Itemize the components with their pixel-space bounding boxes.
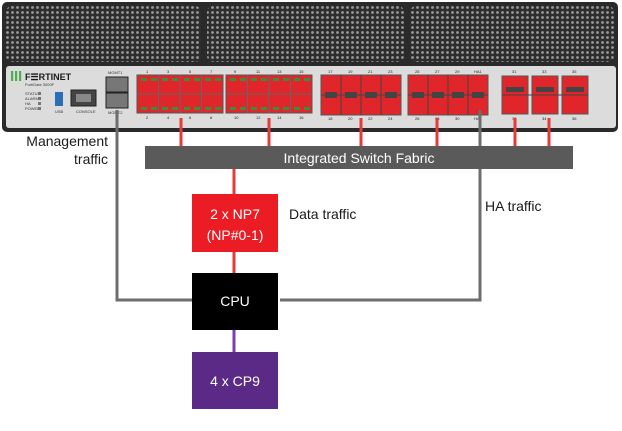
cp9-box: 4 x CP9 (192, 352, 278, 409)
port-label: 5 (189, 69, 192, 74)
led-label-status: STATUS (25, 91, 41, 96)
switch-fabric: Integrated Switch Fabric (145, 146, 573, 169)
port-label: 11 (256, 69, 261, 74)
port-label: 19 (348, 69, 353, 74)
vent-panel-left (6, 6, 201, 62)
port-label: HA2 (474, 116, 483, 121)
vent-panel-right (410, 6, 614, 62)
model-text: FortiGate 3000F (25, 82, 55, 87)
port-label: 29 (455, 69, 460, 74)
port-label: 26 (415, 116, 420, 121)
port-group-2: 9 11 13 15 10 12 14 16 (225, 69, 313, 120)
np7-subtitle: (NP#0-1) (207, 227, 264, 243)
led-status-icon (38, 92, 41, 95)
port-label: 9 (234, 69, 237, 74)
port-label: 16 (299, 115, 304, 120)
port-group-5: 31 33 35 32 34 36 (501, 69, 589, 121)
usb-port-icon (55, 92, 63, 106)
port-label: 24 (388, 116, 393, 121)
port-label: 31 (512, 69, 517, 74)
port-label: HA1 (474, 69, 483, 74)
port-label: 27 (435, 69, 440, 74)
port-label: 23 (388, 69, 393, 74)
led-alarm-icon (38, 97, 41, 100)
port-label: 35 (572, 69, 577, 74)
port-label: 34 (542, 116, 547, 121)
led-label-ha: HA (25, 101, 31, 106)
led-ha-icon (38, 102, 41, 105)
port-label: 14 (277, 115, 282, 120)
port-label: 25 (415, 69, 420, 74)
port-group-1: 1 3 5 7 2 4 6 8 (136, 69, 224, 120)
port-group-4: 25 27 29 HA1 26 28 30 HA2 (407, 69, 489, 121)
port-label: 3 (167, 69, 170, 74)
port-label: 7 (210, 69, 213, 74)
port-label: 1 (146, 69, 149, 74)
led-label-alarm: ALARM (25, 96, 39, 101)
np7-title: 2 x NP7 (210, 206, 260, 222)
port-label: 12 (256, 115, 261, 120)
port-label: 18 (328, 116, 333, 121)
cpu-box: CPU (192, 273, 278, 330)
data-traffic-label: Data traffic (289, 206, 356, 222)
ha-traffic-label: HA traffic (485, 198, 542, 214)
port-label: 17 (328, 69, 333, 74)
port-label: 21 (368, 69, 373, 74)
cp9-label: 4 x CP9 (210, 373, 260, 389)
console-port-jack-icon (76, 94, 91, 102)
switch-fabric-label: Integrated Switch Fabric (284, 150, 435, 166)
status-leds: STATUS ALARM HA POWER (25, 91, 41, 111)
port-label: 15 (299, 69, 304, 74)
port-label: 36 (572, 116, 577, 121)
port-group-3: 17 19 21 23 18 20 22 24 (320, 69, 402, 121)
led-label-power: POWER (25, 106, 40, 111)
management-traffic-label: Management (26, 133, 108, 149)
port-label: 10 (234, 115, 239, 120)
brand-text: F☰RTINET (25, 72, 72, 82)
connector-lines (115, 110, 551, 352)
port-label: 4 (167, 115, 170, 120)
mgmt2-port (105, 92, 129, 109)
np7-box: 2 x NP7 (NP#0-1) (192, 194, 278, 252)
port-label: 20 (348, 116, 353, 121)
led-power-icon (38, 107, 41, 110)
cp9-rect (192, 352, 278, 409)
usb-label: USB (55, 109, 64, 114)
port-label: 33 (542, 69, 547, 74)
port-label: 13 (277, 69, 282, 74)
port-label: 2 (146, 115, 149, 120)
ha-traffic-line (280, 110, 482, 302)
management-traffic-label-2: traffic (74, 151, 108, 167)
port-label: 8 (210, 115, 213, 120)
port-label: 22 (368, 116, 373, 121)
mgmt1-port (105, 76, 129, 93)
np7-rect (192, 194, 278, 252)
management-traffic-line (115, 110, 192, 302)
switch-fabric-bar (145, 146, 573, 169)
vent-panel-center (207, 6, 404, 62)
port-label: 6 (189, 115, 192, 120)
port-label: 30 (455, 116, 460, 121)
fortinet-logo: F☰RTINET FortiGate 3000F (11, 71, 72, 87)
mgmt1-label: MGMT1 (108, 70, 123, 75)
cpu-rect (192, 273, 278, 330)
fortigate-device: F☰RTINET FortiGate 3000F STATUS ALARM HA… (2, 2, 618, 132)
console-label: CONSOLE (76, 109, 96, 114)
cpu-label: CPU (220, 293, 250, 309)
